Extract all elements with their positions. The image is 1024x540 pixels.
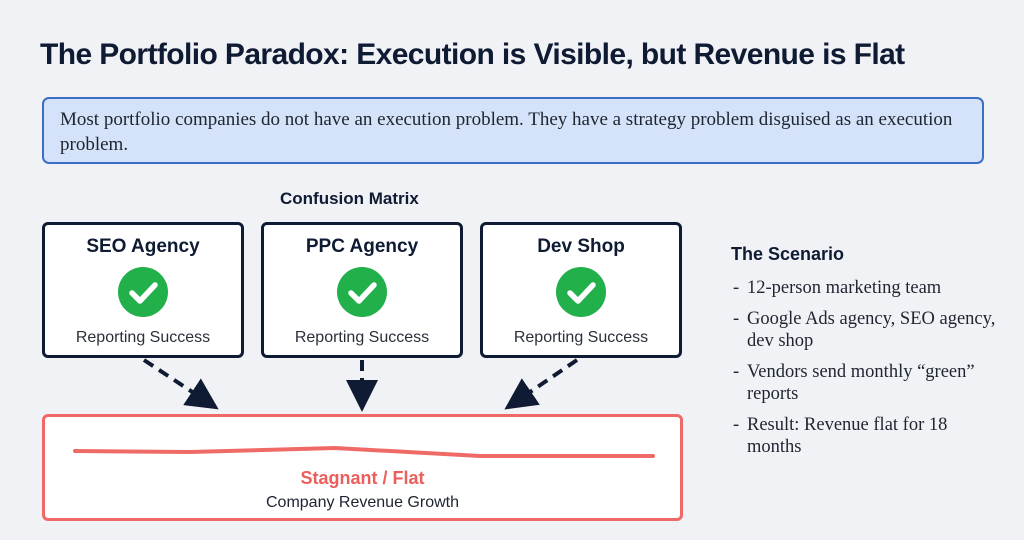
- list-item: -Result: Revenue flat for 18 months: [733, 415, 948, 457]
- list-item: -12-person marketing team: [733, 278, 942, 298]
- bullet-dash: -: [733, 309, 740, 329]
- vendor-status: Reporting Success: [513, 329, 649, 346]
- bullet-dash: -: [733, 362, 740, 382]
- scenario-panel: The Scenario -12-person marketing team -…: [731, 244, 1001, 467]
- key-insight-callout: Most portfolio companies do not have an …: [42, 97, 984, 164]
- check-circle-icon: [337, 267, 387, 317]
- flat-trend-line-icon: [73, 446, 655, 458]
- vendor-card-ppc-agency: PPC Agency Reporting Success: [261, 222, 463, 358]
- bullet-dash: -: [733, 278, 740, 298]
- vendor-status: Reporting Success: [294, 329, 430, 346]
- scenario-list: -12-person marketing team -Google Ads ag…: [731, 277, 1001, 458]
- revenue-subtitle: Company Revenue Growth: [266, 494, 459, 511]
- revenue-growth-box: Stagnant / Flat Company Revenue Growth: [42, 414, 683, 521]
- vendor-status: Reporting Success: [75, 329, 211, 346]
- check-circle-icon: [118, 267, 168, 317]
- vendor-name: SEO Agency: [86, 236, 200, 257]
- arrow-seo-to-revenue: [142, 358, 219, 410]
- scenario-heading: The Scenario: [731, 244, 845, 264]
- check-circle-icon: [556, 267, 606, 317]
- matrix-label: Confusion Matrix: [280, 189, 419, 208]
- arrow-devshop-to-revenue: [504, 358, 579, 410]
- vendor-card-dev-shop: Dev Shop Reporting Success: [480, 222, 682, 358]
- list-item: -Vendors send monthly “green” reports: [733, 362, 975, 404]
- vendor-name: Dev Shop: [537, 236, 625, 257]
- list-item: -Google Ads agency, SEO agency, dev shop: [733, 309, 996, 351]
- bullet-dash: -: [733, 415, 740, 435]
- vendor-name: PPC Agency: [305, 236, 419, 257]
- page-title: The Portfolio Paradox: Execution is Visi…: [40, 38, 905, 71]
- revenue-headline: Stagnant / Flat: [300, 468, 425, 488]
- callout-text: Most portfolio companies do not have an …: [60, 109, 953, 155]
- vendor-card-seo-agency: SEO Agency Reporting Success: [42, 222, 244, 358]
